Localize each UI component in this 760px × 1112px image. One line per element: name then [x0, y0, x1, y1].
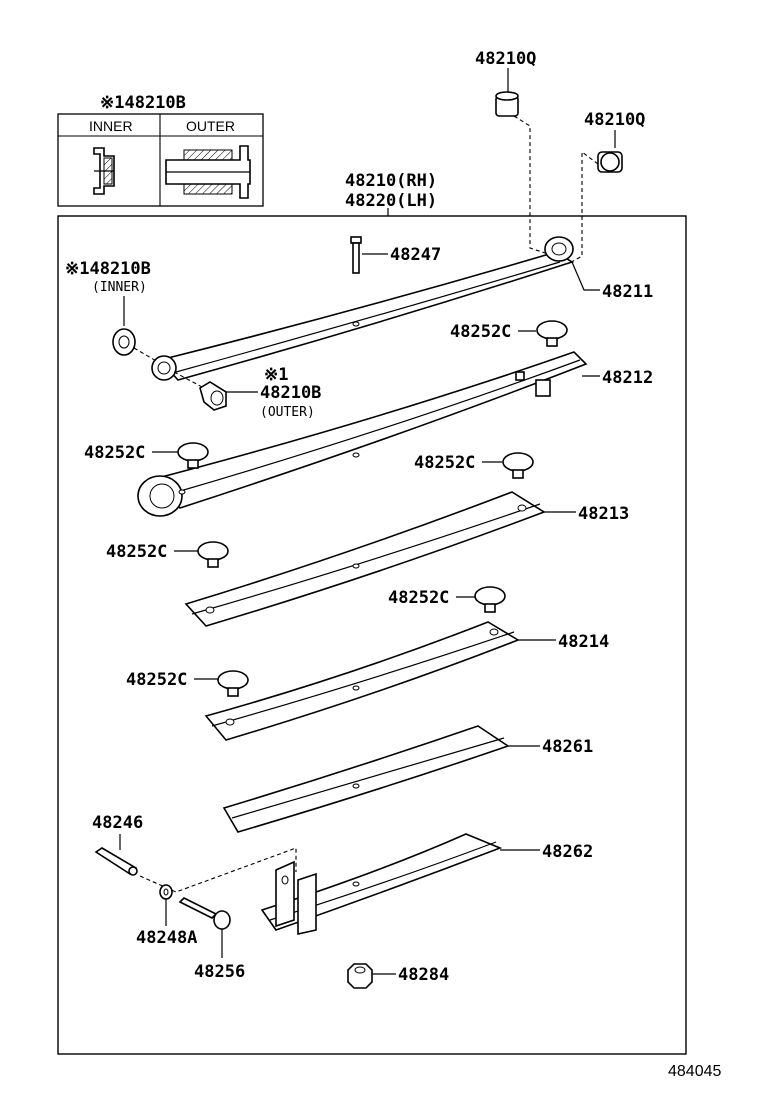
washer-icon [159, 884, 173, 900]
bolt-icon [178, 897, 231, 930]
label-48211: 48211 [602, 282, 653, 302]
rubber-bushing-icon [495, 91, 519, 117]
label-48210q-2: 48210Q [584, 110, 645, 130]
leaf-spring-48211 [151, 236, 574, 381]
assembly-label-lh: 48220(LH) [345, 191, 437, 211]
label-48261: 48261 [542, 737, 593, 757]
clip-icon [177, 442, 209, 469]
label-48252c-2: 48252C [84, 443, 145, 463]
clip-icon [197, 541, 229, 568]
leaf-spring-48212 [137, 351, 588, 517]
inset-col-outer: OUTER [186, 118, 235, 134]
pin-icon [94, 847, 138, 876]
label-inner-ref: ※148210B [65, 259, 151, 279]
label-48212: 48212 [602, 368, 653, 388]
leaf-spring-48262 [260, 833, 503, 935]
label-48214: 48214 [558, 632, 609, 652]
label-48252c-3: 48252C [414, 453, 475, 473]
assembly-frame [57, 215, 687, 1055]
label-48284: 48284 [398, 965, 449, 985]
clip-icon [502, 452, 534, 479]
center-bolt-icon [350, 236, 362, 274]
rubber-bushing-icon [597, 151, 623, 173]
label-48262: 48262 [542, 842, 593, 862]
clip-icon [536, 320, 568, 347]
leaf-spring-48214 [204, 621, 520, 741]
inset-table: ※148210B INNER OUTER [57, 93, 264, 207]
label-48247: 48247 [390, 245, 441, 265]
label-48252c-5: 48252C [388, 588, 449, 608]
label-48213: 48213 [578, 504, 629, 524]
label-outer-sub: (OUTER) [260, 405, 315, 420]
label-48252c-1: 48252C [450, 322, 511, 342]
outer-bushing-section-icon [165, 145, 251, 199]
document-number: 484045 [668, 1063, 721, 1080]
inset-title: ※148210B [100, 93, 186, 113]
label-48252c-4: 48252C [106, 542, 167, 562]
nut-icon [347, 963, 373, 989]
label-outer-mark: ※1 [264, 365, 288, 385]
inset-col-inner: INNER [89, 118, 133, 134]
clip-icon [474, 586, 506, 613]
inner-bushing-icon [112, 328, 136, 356]
label-outer-ref: 48210B [260, 383, 321, 403]
label-48248a: 48248A [136, 928, 197, 948]
outer-bushing-icon [199, 381, 227, 411]
label-48210q-1: 48210Q [475, 49, 536, 69]
label-48256: 48256 [194, 962, 245, 982]
label-48246: 48246 [92, 813, 143, 833]
clip-icon [217, 670, 249, 697]
label-48252c-6: 48252C [126, 670, 187, 690]
leaf-spring-48261 [222, 725, 510, 833]
inner-bushing-section-icon [93, 147, 115, 195]
assembly-label-rh: 48210(RH) [345, 171, 437, 191]
label-inner-sub: (INNER) [92, 280, 147, 295]
